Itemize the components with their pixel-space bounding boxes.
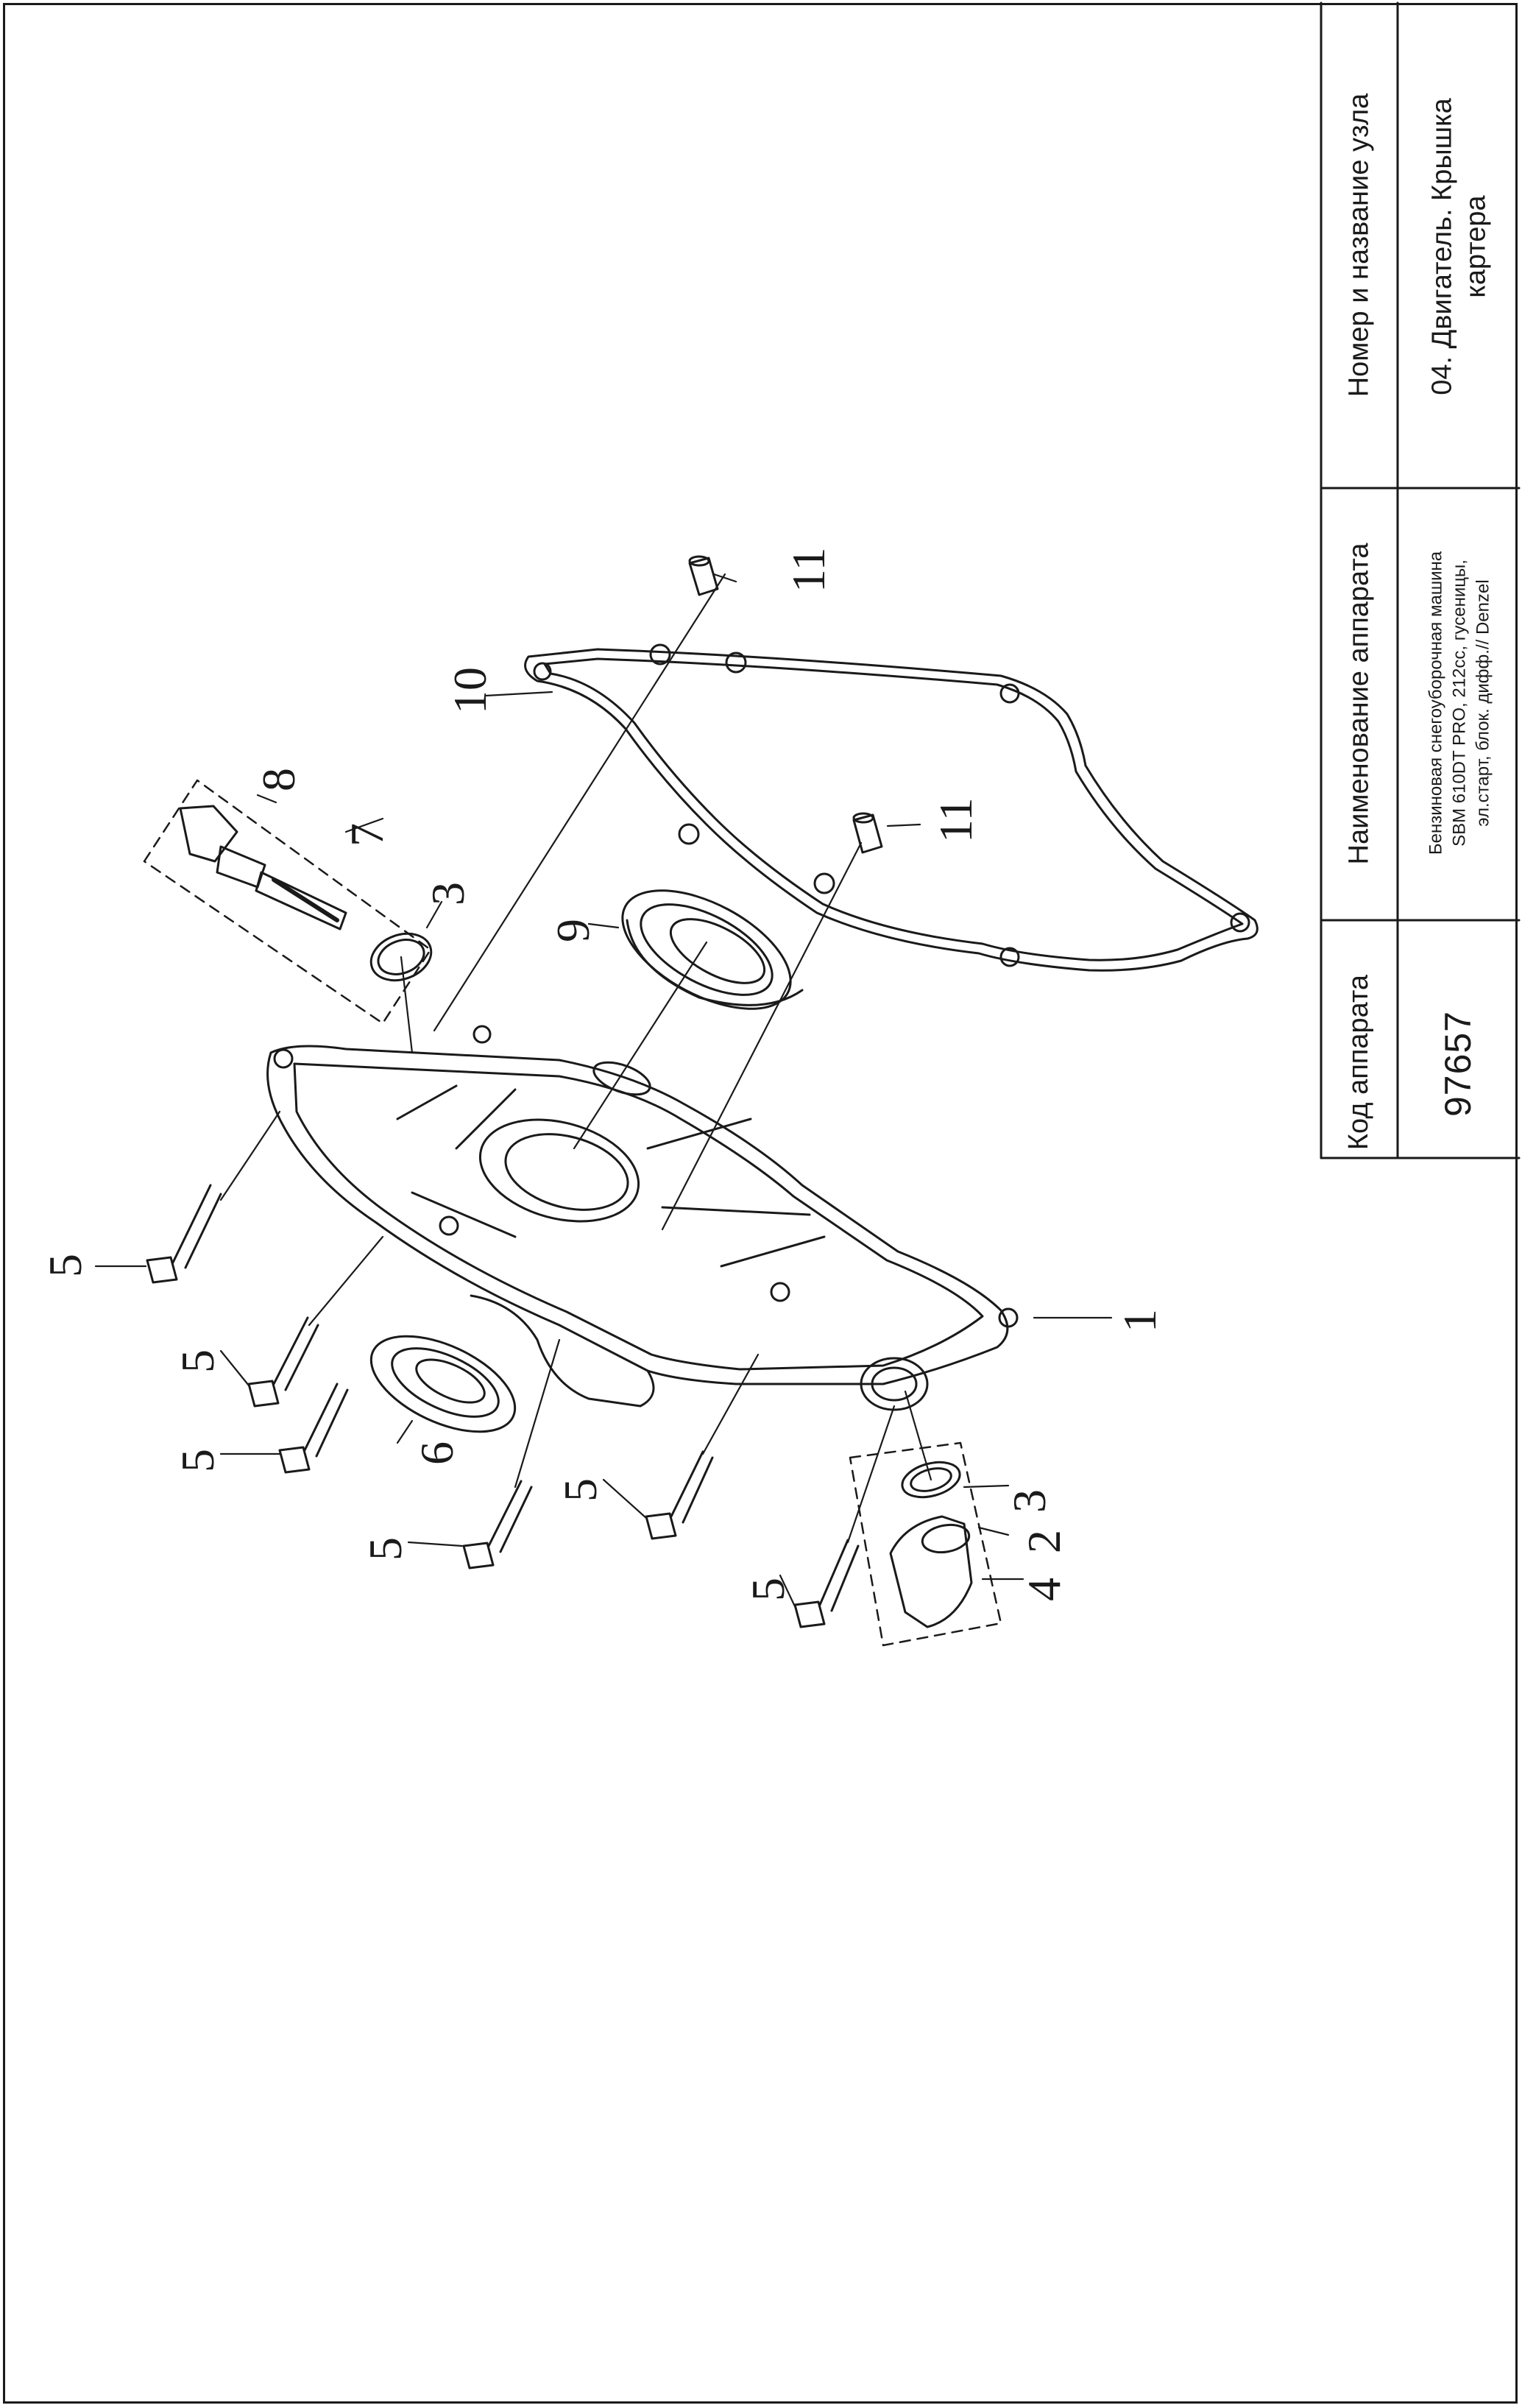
- node-line-1: 04. Двигатель. Крышка: [1426, 98, 1458, 395]
- dipstick-icon: [143, 779, 432, 1025]
- callout-7: 7: [341, 823, 393, 847]
- node-name: 04. Двигатель. Крышка картера: [1404, 4, 1515, 490]
- callout-5c: 5: [171, 1449, 224, 1472]
- oil-seal-icon: [369, 1335, 517, 1433]
- callout-5f: 5: [742, 1578, 794, 1601]
- bolt-icon: [146, 1184, 860, 1628]
- apparatus-line-1: Бензиновая снегоуборочная машина: [1426, 551, 1446, 855]
- apparatus-line-3: эл.старт, блок. дифф.// Denzel: [1473, 579, 1493, 827]
- leader-lines: [94, 573, 1113, 1608]
- gasket-icon: [524, 643, 1259, 972]
- bearing-icon: [621, 889, 804, 1010]
- callout-6: 6: [411, 1441, 463, 1465]
- callout-11a: 11: [782, 547, 835, 593]
- callout-3b: 3: [422, 882, 474, 905]
- apparatus-header: Наименование аппарата: [1343, 543, 1374, 865]
- apparatus-line-2: SBM 610DT PRO, 212cc, гусеницы,: [1449, 559, 1470, 847]
- drawing-frame: [3, 3, 1518, 2404]
- callout-2: 2: [1018, 1530, 1070, 1553]
- apparatus-name: Бензиновая снегоуборочная машина SBM 610…: [1405, 487, 1515, 919]
- callout-5d: 5: [359, 1537, 411, 1561]
- callout-5e: 5: [554, 1478, 606, 1502]
- callout-5b: 5: [171, 1349, 224, 1373]
- callout-5a: 5: [39, 1254, 91, 1277]
- drain-plug-icon: [849, 1441, 1002, 1647]
- callout-11b: 11: [930, 797, 982, 843]
- dowel-pin-icon: [688, 555, 883, 854]
- callout-1: 1: [1114, 1309, 1166, 1332]
- callout-3a: 3: [1003, 1489, 1055, 1513]
- node-header: Номер и название узла: [1343, 93, 1374, 398]
- callout-8: 8: [252, 768, 305, 791]
- callout-9: 9: [547, 919, 599, 942]
- callout-10: 10: [444, 667, 496, 714]
- crankcase-cover-icon: [266, 1025, 1019, 1411]
- o-ring-icon: [369, 932, 433, 982]
- node-line-2: картера: [1460, 195, 1492, 298]
- title-block-grid: [1320, 1, 1521, 1159]
- callout-4: 4: [1018, 1578, 1070, 1601]
